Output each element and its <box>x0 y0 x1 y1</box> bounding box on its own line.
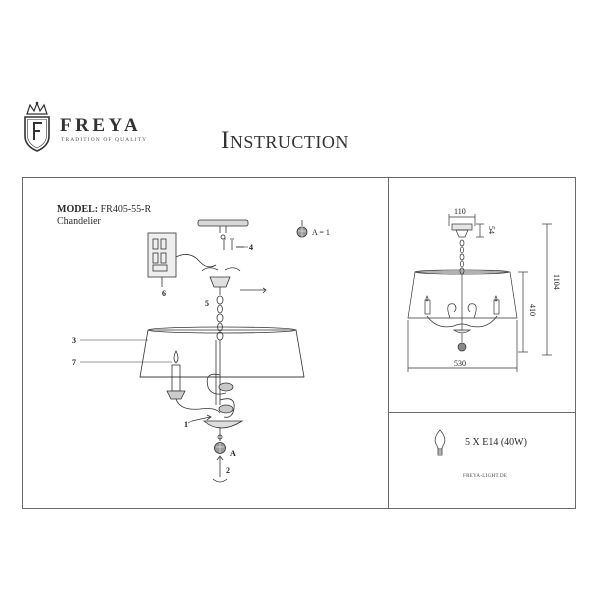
model-number: FR405-55-R <box>100 204 152 215</box>
mounting-screws <box>222 238 244 250</box>
part-label-4: 4 <box>249 243 253 252</box>
instruction-frame <box>22 177 576 509</box>
product-type: Chandelier <box>57 216 101 227</box>
part-label-6: 6 <box>162 289 166 298</box>
horizontal-divider <box>388 412 576 413</box>
part-label-3: 3 <box>72 336 76 345</box>
dim-total-height-value: 1104 <box>552 274 561 290</box>
dim-top-width: 110 <box>448 207 476 226</box>
dim-fixture <box>407 223 518 352</box>
model-label: MODEL: <box>57 204 99 215</box>
canopy <box>201 267 267 295</box>
legend-crystal-icon <box>296 220 308 238</box>
website-text: FREYA-LIGHT.DE <box>463 474 508 479</box>
assembly-diagram: 6 4 5 3 7 1 2 A A = 1 <box>72 219 330 483</box>
part-label-2: 2 <box>226 466 230 475</box>
rotate-arrow <box>212 455 228 483</box>
part-label-1: 1 <box>184 420 188 429</box>
legend-text: A = 1 <box>312 228 330 237</box>
bottom-bowl <box>202 420 244 441</box>
light-bulb-icon <box>434 429 446 456</box>
page-title: Instruction <box>221 127 349 154</box>
brand-tagline: TRADITION OF QUALITY <box>61 137 148 143</box>
wire-connector-block <box>147 232 217 287</box>
crystal-pendant <box>214 442 226 454</box>
dim-shade-width-value: 530 <box>454 359 466 368</box>
brand-crest-icon <box>24 101 50 152</box>
dim-top-height-value: 54 <box>487 226 496 234</box>
leader-lines <box>80 246 248 424</box>
insert-arrow <box>191 414 212 422</box>
candle-holder <box>166 350 221 414</box>
brand-name: FREYA <box>60 115 142 136</box>
lamp-shade <box>139 326 305 378</box>
dim-top-height: 54 <box>476 223 496 238</box>
dim-body-height: 410 <box>518 271 537 353</box>
dim-body-height-value: 410 <box>528 304 537 316</box>
decorative-arms <box>206 373 235 418</box>
model-line: MODEL: FR405-55-R <box>57 204 151 215</box>
dim-total-height: 1104 <box>542 223 561 356</box>
part-label-5: 5 <box>205 299 209 308</box>
dim-shade-width: 530 <box>407 320 518 372</box>
bulb-spec: 5 X E14 (40W) <box>465 437 527 448</box>
crystal-letter: A <box>230 449 236 458</box>
dim-top-width-value: 110 <box>454 207 466 216</box>
vertical-divider <box>388 177 389 509</box>
dimension-diagram: 110 54 1104 <box>407 207 561 372</box>
part-label-7: 7 <box>72 358 76 367</box>
ceiling-plate <box>197 219 249 240</box>
